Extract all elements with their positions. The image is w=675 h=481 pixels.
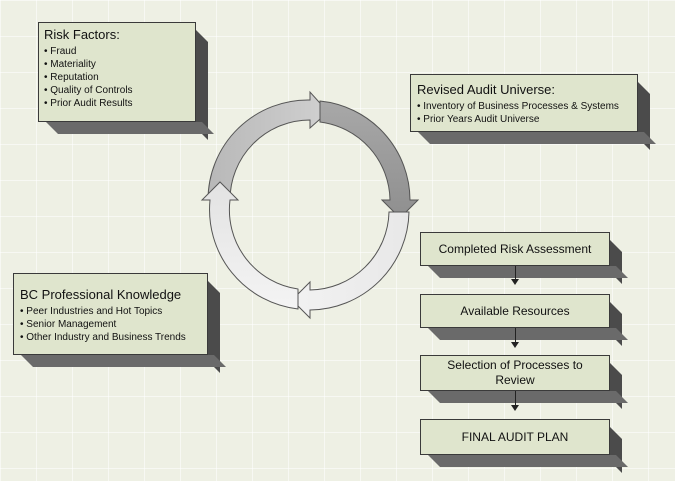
- risk-factors-title: Risk Factors:: [44, 27, 120, 42]
- cycle-diagram: [200, 90, 420, 320]
- risk-factors-box: Risk Factors: Fraud Materiality Reputati…: [38, 22, 196, 122]
- flow-connector: [515, 328, 516, 343]
- flow-connector: [515, 391, 516, 406]
- cycle-arrow-left: [200, 181, 299, 310]
- list-item: Prior Years Audit Universe: [417, 113, 631, 126]
- flow-connector: [515, 266, 516, 280]
- step-completed-risk-assessment: Completed Risk Assessment: [420, 232, 610, 266]
- list-item: Fraud: [44, 45, 190, 58]
- step-available-resources: Available Resources: [420, 294, 610, 328]
- step-label: Available Resources: [460, 303, 570, 318]
- list-item: Peer Industries and Hot Topics: [20, 305, 201, 318]
- step-selection-of-processes: Selection of Processes to Review: [420, 355, 610, 391]
- list-item: Senior Management: [20, 318, 201, 331]
- list-item: Prior Audit Results: [44, 97, 190, 110]
- list-item: Other Industry and Business Trends: [20, 331, 201, 344]
- step-label: FINAL AUDIT PLAN: [461, 429, 569, 444]
- step-label: Completed Risk Assessment: [438, 241, 592, 256]
- bc-knowledge-list: Peer Industries and Hot Topics Senior Ma…: [20, 305, 201, 344]
- revised-audit-universe-box: Revised Audit Universe: Inventory of Bus…: [410, 74, 638, 132]
- bc-knowledge-title: BC Professional Knowledge: [20, 287, 182, 302]
- flow-arrowhead: [511, 279, 519, 285]
- flow-arrowhead: [511, 405, 519, 411]
- revised-audit-universe-list: Inventory of Business Processes & System…: [417, 100, 631, 126]
- cycle-arrow-bottom: [291, 211, 410, 320]
- risk-factors-list: Fraud Materiality Reputation Quality of …: [44, 45, 190, 110]
- cycle-arrow-right: [319, 100, 420, 219]
- list-item: Quality of Controls: [44, 84, 190, 97]
- list-item: Inventory of Business Processes & System…: [417, 100, 631, 113]
- revised-audit-universe-title: Revised Audit Universe:: [417, 82, 556, 97]
- cycle-arrow-top: [207, 90, 329, 201]
- flow-arrowhead: [511, 342, 519, 348]
- step-final-audit-plan: FINAL AUDIT PLAN: [420, 419, 610, 455]
- list-item: Reputation: [44, 71, 190, 84]
- bc-professional-knowledge-box: BC Professional Knowledge Peer Industrie…: [13, 273, 208, 355]
- step-label: Selection of Processes to Review: [447, 358, 583, 387]
- list-item: Materiality: [44, 58, 190, 71]
